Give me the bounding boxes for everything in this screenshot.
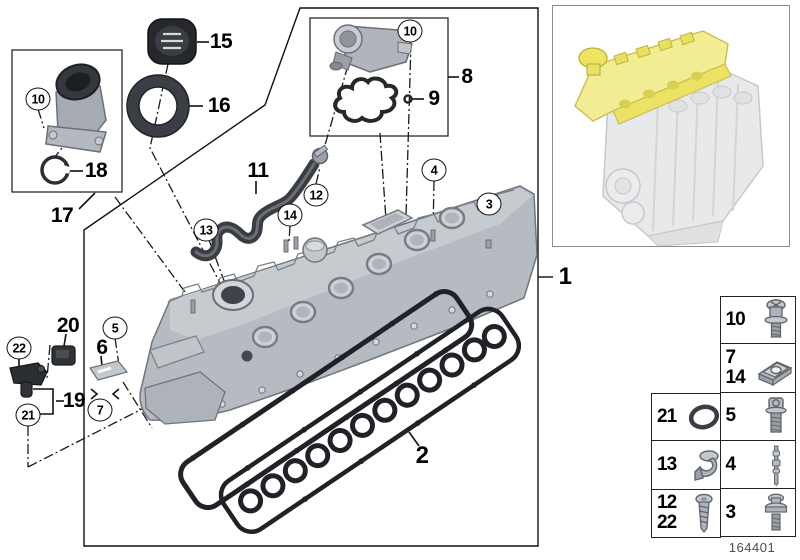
callout-22[interactable]: 22 [6,336,32,360]
part-cell-4[interactable]: 4 [719,440,796,490]
retaining-clip-icon [694,450,719,481]
o-ring-icon [688,404,720,430]
part-number: 5 [725,405,737,427]
callout-number: 22 [12,341,26,355]
part-number: 14 [725,366,746,388]
label-8[interactable]: 8 [461,65,473,88]
diagram-id: 164401 [728,540,776,555]
callout-number: 10 [31,92,45,106]
part-number: 13 [657,453,677,475]
part-number: 21 [657,406,677,428]
mounting-plate [88,360,129,381]
label-19[interactable]: 19 [62,389,86,412]
callout-4[interactable]: 4 [421,158,447,182]
cage-nut-icon [757,361,792,387]
sealing-ring [126,74,190,138]
sensor-connector [51,345,76,366]
part-cell-12-22[interactable]: 12 22 [651,489,721,538]
callout-number: 13 [199,223,213,237]
part-number: 7 [725,346,737,368]
oil-filler-cap [147,18,197,65]
highlighted-valve-cover [574,30,732,125]
callout-number: 12 [309,188,323,202]
part-cell-5[interactable]: 5 [719,392,796,441]
part-cell-7-14[interactable]: 7 14 [719,344,796,393]
callout-13[interactable]: 13 [193,218,219,242]
label-9[interactable]: 9 [428,87,440,110]
vent-hose [190,144,329,262]
label-17[interactable]: 17 [50,204,74,227]
part-cell-13[interactable]: 13 [651,441,721,490]
engine-thumbnail[interactable] [552,5,790,247]
label-20[interactable]: 20 [56,314,80,337]
callout-number: 4 [430,163,438,177]
camshaft-sensor [9,362,48,398]
callout-7[interactable]: 7 [87,398,113,422]
callout-number: 21 [21,408,35,422]
callout-number: 10 [403,24,417,38]
callout-12[interactable]: 12 [303,183,329,207]
oil-separator [329,24,413,73]
tapping-screw-icon [695,494,713,534]
callout-number: 14 [283,208,297,222]
engine-front-view-art [574,30,764,247]
part-cell-21[interactable]: 21 [651,393,721,442]
part-number: 3 [725,501,737,523]
label-6[interactable]: 6 [96,336,108,359]
callout-14[interactable]: 14 [277,203,303,227]
part-cell-10[interactable]: 10 [719,296,796,345]
separator-gasket-9 [333,76,413,123]
label-11[interactable]: 11 [247,159,269,182]
callout-21[interactable]: 21 [15,403,41,427]
label-16[interactable]: 16 [207,94,231,117]
part-number: 22 [657,512,677,534]
part-number: 10 [725,309,746,331]
assembly-1-boundary [83,7,553,547]
callout-10-separator[interactable]: 10 [397,19,423,43]
hex-bolt-icon [764,397,787,433]
label-15[interactable]: 15 [209,30,233,53]
part-number: 4 [725,453,737,475]
parts-table-right-column: 10 7 14 [719,296,796,538]
gasket-set [178,289,522,534]
callout-number: 3 [485,197,493,211]
vent-valve-icon [763,299,788,338]
stud-bolt-icon [771,445,780,487]
callout-number: 7 [96,403,104,417]
label-1[interactable]: 1 [558,263,572,290]
callout-5[interactable]: 5 [102,316,128,340]
callout-number: 5 [111,321,119,335]
label-2[interactable]: 2 [415,442,429,469]
label-18[interactable]: 18 [84,159,108,182]
profile-gasket-ring-18 [40,155,71,185]
label-ticks [18,41,459,447]
callout-3[interactable]: 3 [476,192,502,216]
callout-10-filler-neck[interactable]: 10 [25,87,51,111]
screw-plug-icon [764,493,787,531]
parts-table-left-column: 21 13 12 22 [651,393,721,538]
part-number: 12 [657,492,677,514]
filler-neck-group-box [11,49,123,193]
valve-cover [139,185,538,425]
part-cell-3[interactable]: 3 [719,489,796,538]
oil-filler-neck [45,63,107,153]
